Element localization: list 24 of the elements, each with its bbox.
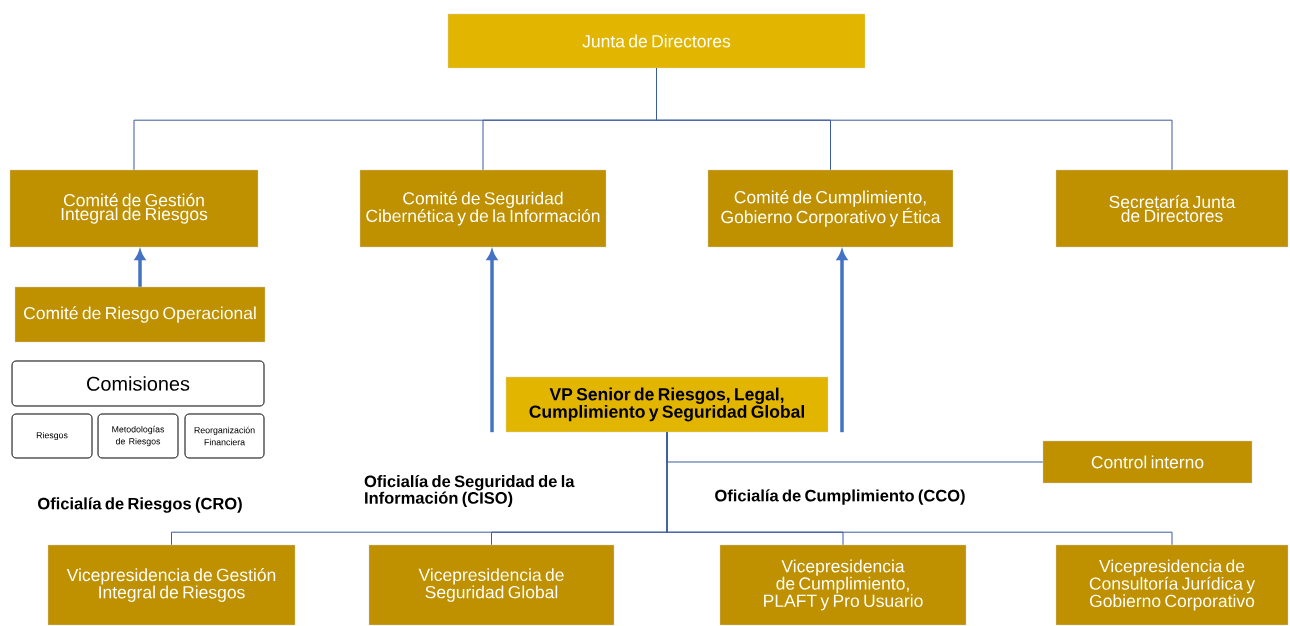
heading-label: Oficialía de Riesgos (CRO) [38, 497, 242, 513]
arrow [486, 250, 498, 433]
committee-box: Secretaría Junta de Directores [1055, 169, 1289, 248]
committee-box: Comité de Gestión Integral de Riesgos [9, 169, 259, 248]
committee-box: Comité de Cumplimiento, Gobierno Corporativo y Ética [707, 169, 954, 248]
committee-box: Comité de Riesgo Operacional [14, 286, 266, 343]
vice-presidency-box: Vicepresidencia de Consultoría Jurídica y Gobierno Corporativo [1055, 544, 1289, 626]
arrow [836, 250, 848, 433]
executive-box: VP Senior de Riesgos, Legal, Cumplimiento y Seguridad Global [505, 376, 829, 433]
connector-line [656, 67, 1173, 171]
heading-label: Oficialía de Seguridad de la Información (CISO) [364, 474, 575, 508]
connector-line [666, 431, 1173, 546]
commission-box: Metodologías de Riesgos [97, 413, 179, 459]
vice-presidency-box: Vicepresidencia de Gestión Integral de Riesgos [47, 544, 296, 626]
unit-box: Control interno [1042, 440, 1253, 484]
committee-box: Comité de Seguridad Cibernética y de la Información [359, 169, 607, 248]
commission-box: Riesgos [11, 413, 93, 459]
heading-label: Oficialía de Cumplimiento (CCO) [715, 489, 965, 505]
commission-box: Reorganización Financiera [184, 413, 265, 459]
arrow [134, 250, 146, 287]
vice-presidency-box: Vicepresidencia de Seguridad Global [368, 544, 615, 626]
vice-presidency-box: Vicepresidencia de Cumplimiento, PLAFT y Pro Usuario [719, 544, 967, 626]
commissions-box: Comisiones [11, 360, 265, 407]
board-box: Junta de Directores [447, 13, 866, 69]
